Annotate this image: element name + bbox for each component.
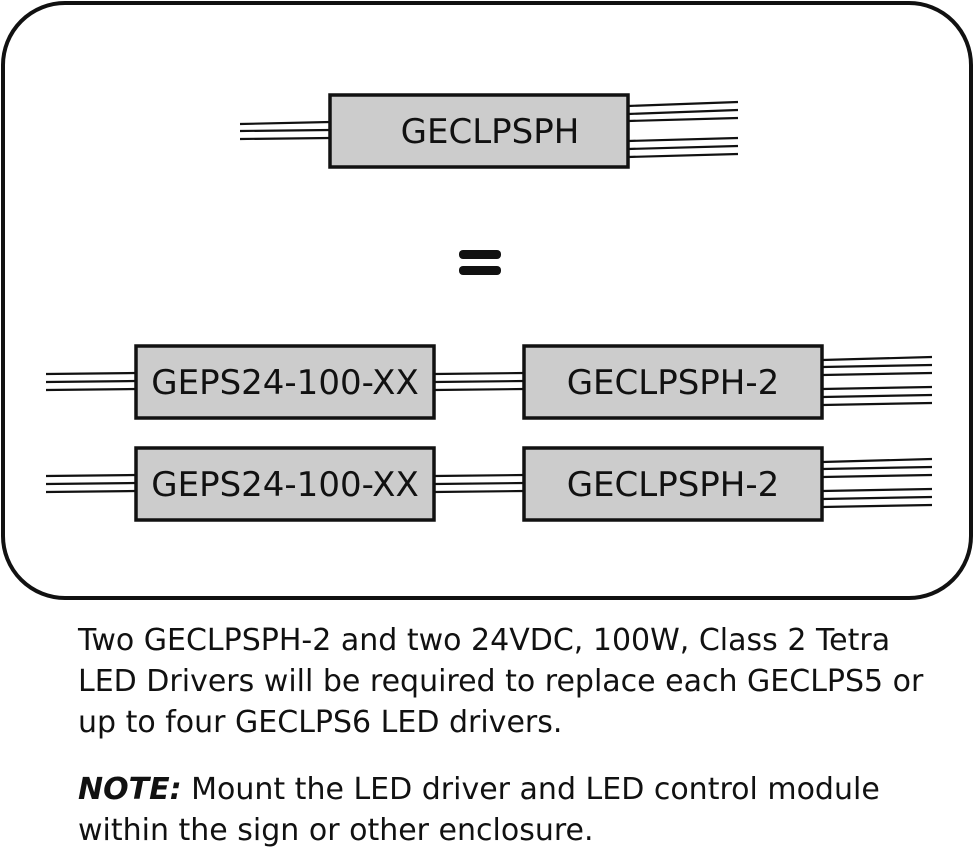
module-label: GECLPSPH-2 xyxy=(567,363,780,403)
driver-input-wires xyxy=(45,371,137,392)
equals-bar-top xyxy=(459,250,501,259)
caption-text: Two GECLPSPH-2 and two 24VDC, 100W, Clas… xyxy=(78,623,924,740)
note-label: NOTE: xyxy=(78,772,182,807)
equals-sign xyxy=(459,250,501,275)
module-output-wires xyxy=(821,355,933,407)
wiring-diagram: GECLPSPH GEPS24-100-XX GECLPSPH-2 xyxy=(1,1,973,600)
driver-box xyxy=(134,344,436,420)
module-label: GECLPSPH-2 xyxy=(567,465,780,505)
interconnect-wires xyxy=(433,371,525,392)
interconnect-wires xyxy=(433,473,525,494)
top-device: GECLPSPH xyxy=(239,93,739,169)
top-device-output-wires xyxy=(627,100,739,159)
note-paragraph: NOTE: Mount the LED driver and LED contr… xyxy=(78,769,958,851)
replacement-row-2: GEPS24-100-XX GECLPSPH-2 xyxy=(45,446,933,522)
note-text: Mount the LED driver and LED control mod… xyxy=(78,772,880,848)
replacement-row-1: GEPS24-100-XX GECLPSPH-2 xyxy=(45,344,933,420)
top-device-input-wires xyxy=(239,120,331,141)
driver-box xyxy=(134,446,436,522)
module-output-wires xyxy=(821,457,933,509)
top-device-label: GECLPSPH xyxy=(401,112,580,152)
module-box xyxy=(522,446,824,522)
top-device-box xyxy=(328,93,630,169)
module-box xyxy=(522,344,824,420)
driver-label: GEPS24-100-XX xyxy=(151,363,419,403)
driver-input-wires xyxy=(45,473,137,494)
driver-label: GEPS24-100-XX xyxy=(151,465,419,505)
equals-bar-bottom xyxy=(459,266,501,275)
